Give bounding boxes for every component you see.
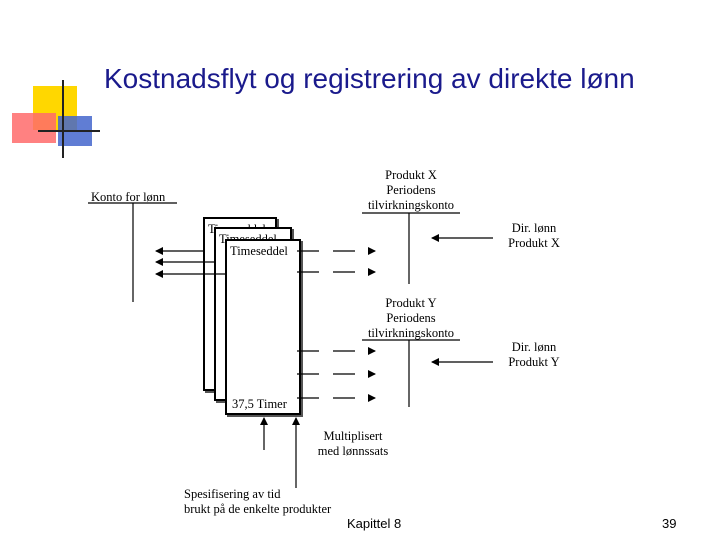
deco-horizontal-line	[38, 130, 100, 132]
multiplisert-line2: med lønnssats	[317, 444, 389, 458]
konto-lonn-label: Konto for lønn	[91, 190, 166, 204]
deco-vertical-line	[62, 80, 64, 158]
spesifisering-line2: brukt på de enkelte produkter	[184, 502, 332, 516]
produkt-y-label: Produkt Y Periodens tilvirkningskonto	[350, 296, 472, 341]
dir-lonn-x-label: Dir. lønn Produkt X	[494, 221, 574, 251]
dir-lonn-y-line1: Dir. lønn	[511, 340, 557, 354]
produkt-y-konto: tilvirkningskonto	[367, 326, 455, 340]
dir-lonn-x-line2: Produkt X	[508, 236, 560, 250]
dir-lonn-x-line1: Dir. lønn	[511, 221, 557, 235]
footer-page-number: 39	[662, 516, 677, 531]
produkt-x-konto: tilvirkningskonto	[367, 198, 455, 212]
dir-lonn-y-label: Dir. lønn Produkt Y	[494, 340, 574, 370]
produkt-x-name: Produkt X	[385, 168, 437, 182]
produkt-x-label: Produkt X Periodens tilvirkningskonto	[350, 168, 472, 213]
footer-chapter: Kapittel 8	[347, 516, 402, 531]
deco-red-square	[12, 113, 56, 143]
multiplisert-line1: Multiplisert	[323, 429, 383, 443]
produkt-y-name: Produkt Y	[385, 296, 437, 310]
timeseddel-sheet-front: Timeseddel	[225, 239, 301, 415]
spesifisering-label: Spesifisering av tid brukt på de enkelte…	[184, 487, 331, 517]
multiplisert-label: Multiplisert med lønnssats	[298, 429, 408, 459]
dir-lonn-y-line2: Produkt Y	[508, 355, 560, 369]
timeseddel-label-front: Timeseddel	[230, 244, 288, 258]
spesifisering-line1: Spesifisering av tid	[184, 487, 281, 501]
produkt-y-periodens: Periodens	[386, 311, 436, 325]
produkt-x-periodens: Periodens	[386, 183, 436, 197]
page-title: Kostnadsflyt og registrering av direkte …	[104, 63, 635, 94]
timer-label: 37,5 Timer	[232, 397, 287, 411]
